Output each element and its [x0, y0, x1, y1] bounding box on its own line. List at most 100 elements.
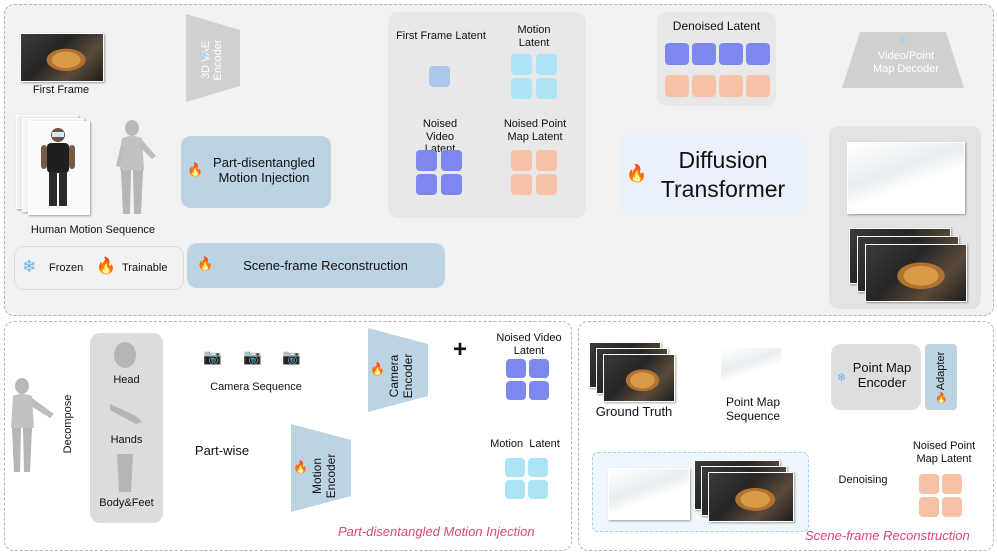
first-frame-latent-cell — [429, 66, 450, 87]
fire-icon-camera-encoder: 🔥 — [370, 362, 385, 376]
gt-frame-1 — [603, 354, 675, 402]
hands-figure — [110, 404, 142, 424]
output-video-frame-1 — [865, 244, 967, 302]
adapter-label: Adapter — [935, 351, 947, 391]
scene-frame-reconstruction-block — [187, 243, 445, 288]
bl-noised-video-cell — [506, 359, 526, 378]
decompose-body-figure — [11, 378, 54, 472]
denoised-video-cell — [719, 43, 743, 65]
bl-motion-latent-label: Motion Latent — [490, 438, 560, 450]
diffusion-transformer-label: Diffusion Transformer — [660, 147, 786, 202]
point-map-image — [721, 348, 781, 388]
legend-fire-icon: 🔥 — [96, 258, 116, 275]
first-frame-label: First Frame — [32, 84, 90, 96]
legend-snowflake-icon: ❄ — [22, 257, 37, 276]
decoder-label: Video/Point Map Decoder — [872, 50, 940, 75]
snowflake-icon-decoder: ❄ — [898, 35, 908, 47]
scene-reconstruction-caption: Scene-frame Reconstruction — [805, 528, 970, 543]
motion-latent-cell — [511, 54, 532, 75]
denoised-point-cell — [665, 75, 689, 97]
bl-motion-latent-cell — [528, 480, 548, 499]
noised-point-map-latent-cell — [536, 174, 557, 195]
snowflake-icon: ❄ — [199, 49, 209, 61]
body-feet-label: Body&Feet — [99, 497, 154, 509]
legs-figure — [117, 454, 133, 492]
noised-point-map-latent-cell — [511, 174, 532, 195]
fire-icon-scene: 🔥 — [197, 256, 214, 271]
hands-label: Hands — [110, 434, 143, 446]
bl-noised-video-cell — [529, 381, 549, 400]
motion-latent-cell — [536, 78, 557, 99]
reconstruction-point-map — [608, 468, 690, 520]
human-motion-label: Human Motion Sequence — [30, 224, 156, 236]
noised-point-map-latent-cell — [511, 150, 532, 171]
bl-noised-video-cell — [529, 359, 549, 378]
noised-video-latent-cell — [441, 174, 462, 195]
denoised-video-cell — [665, 43, 689, 65]
reconstruction-frame-1 — [708, 472, 794, 522]
camera-encoder-label: Camera Encoder — [387, 353, 415, 399]
bl-motion-latent-cell — [505, 480, 525, 499]
camera-sequence-label: Camera Sequence — [210, 381, 302, 393]
motion-latent-cell — [511, 78, 532, 99]
camera-icon: 📷 — [243, 349, 262, 366]
motion-encoder-label: Motion Encoder — [310, 453, 338, 499]
point-map-encoder-block — [831, 344, 921, 410]
bl-motion-latent-cell — [528, 458, 548, 477]
denoised-point-cell — [719, 75, 743, 97]
legend-frozen-label: Frozen — [49, 262, 84, 274]
first-frame-latent-label: First Frame Latent — [396, 30, 486, 42]
noised-point-map-latent-label: Noised Point Map Latent — [503, 118, 567, 143]
head-figure — [114, 342, 136, 368]
snowflake-icon-pm-encoder: ❄ — [837, 372, 847, 384]
point-map-encoder-label: Point Map Encoder — [852, 360, 912, 390]
legend-box — [14, 246, 184, 290]
diffusion-transformer-block — [620, 134, 808, 215]
camera-icon: 📷 — [203, 349, 222, 366]
motion-latent-cell — [536, 54, 557, 75]
noised-point-map-latent-cell — [536, 150, 557, 171]
motion-latent-label: Motion Latent — [517, 24, 551, 49]
part-motion-injection-label: Part-disentangled Motion Injection — [213, 155, 315, 185]
part-wise-label: Part-wise — [194, 443, 250, 458]
denoised-latent-label: Denoised Latent — [672, 19, 761, 33]
noised-video-latent-cell — [416, 150, 437, 171]
first-frame-image — [20, 33, 104, 82]
denoised-video-cell — [692, 43, 716, 65]
bl-noised-video-latent-label: Noised Video Latent — [496, 332, 562, 357]
scene-frame-reconstruction-label: Scene-frame Reconstruction — [243, 258, 408, 273]
head-label: Head — [113, 374, 140, 386]
fire-icon: 🔥 — [187, 162, 204, 177]
noised-video-latent-cell — [416, 174, 437, 195]
br-noised-point-map-latent-label: Noised Point Map Latent — [912, 440, 976, 465]
adapter-block — [925, 344, 957, 410]
decompose-label: Decompose — [62, 394, 74, 454]
bl-noised-video-cell — [506, 381, 526, 400]
decoder-shape — [842, 32, 964, 88]
camera-icon: 📷 — [282, 349, 301, 366]
fire-icon-adapter: 🔥 — [935, 393, 948, 404]
person-figure — [41, 128, 75, 206]
legend-trainable-label: Trainable — [122, 262, 168, 274]
br-noised-point-cell — [942, 474, 962, 494]
denoising-label: Denoising — [838, 474, 888, 486]
vae-encoder-shape — [186, 14, 240, 102]
ground-truth-label: Ground Truth — [595, 404, 673, 419]
br-noised-point-cell — [942, 497, 962, 517]
fire-icon-dit: 🔥 — [626, 164, 648, 183]
part-motion-injection-block — [181, 136, 331, 208]
denoised-video-cell — [746, 43, 770, 65]
motion-encoder-shape — [291, 424, 351, 512]
point-map-sequence-label: Point Map Sequence — [725, 395, 781, 423]
camera-encoder-shape — [368, 328, 428, 412]
plus-sign: + — [453, 336, 468, 363]
fire-icon-motion-encoder: 🔥 — [293, 460, 308, 474]
output-point-map-image — [847, 142, 965, 214]
br-noised-point-cell — [919, 497, 939, 517]
noised-video-latent-cell — [441, 150, 462, 171]
denoised-point-cell — [746, 75, 770, 97]
bl-motion-latent-cell — [505, 458, 525, 477]
motion-injection-caption: Part-disentangled Motion Injection — [338, 524, 535, 539]
denoised-point-cell — [692, 75, 716, 97]
smpl-body-figure — [116, 120, 156, 214]
